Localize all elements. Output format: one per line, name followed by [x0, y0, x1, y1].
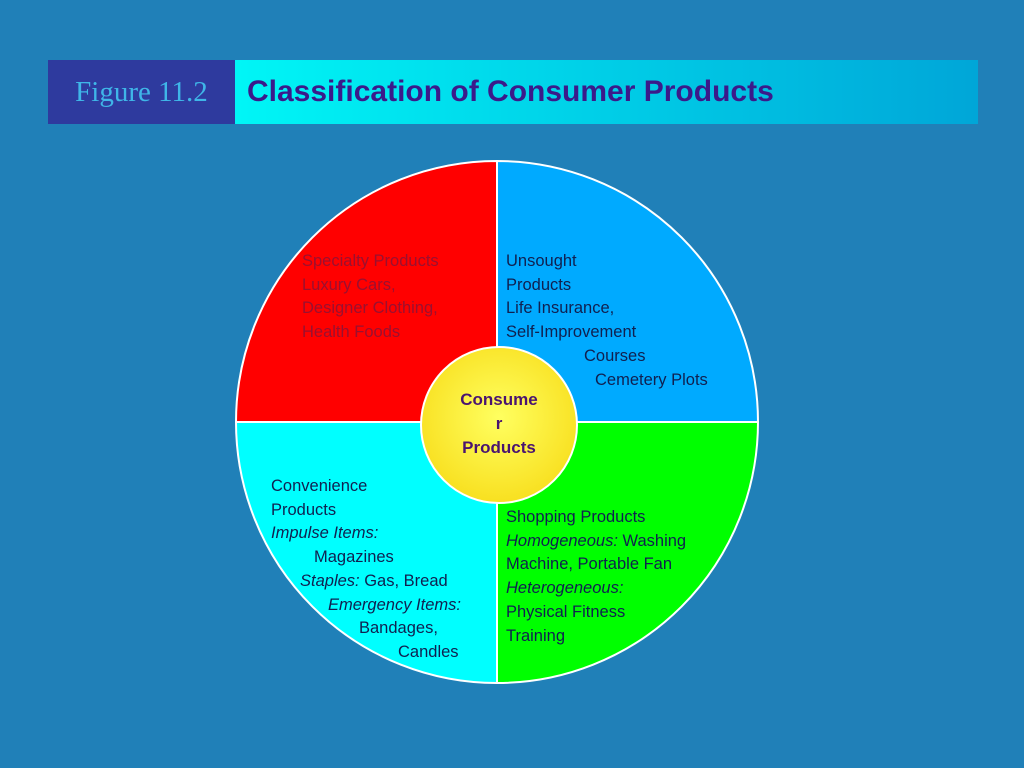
specialty-line: Luxury Cars,: [302, 275, 396, 294]
homogeneous-label: Homogeneous:: [506, 531, 618, 550]
unsought-quadrant: [496, 159, 760, 423]
staples-value: Gas, Bread: [364, 571, 448, 590]
shopping-line: Shopping Products: [506, 508, 646, 526]
center-line: r: [495, 414, 503, 433]
convenience-line: Staples: Gas, Bread: [271, 570, 461, 594]
specialty-products-text: Specialty Products Luxury Cars, Designer…: [302, 250, 439, 345]
convenience-quadrant: [234, 421, 498, 685]
staples-label: Staples:: [300, 571, 360, 590]
convenience-line: Convenience: [271, 477, 368, 495]
shopping-line: Machine, Portable Fan: [506, 555, 673, 574]
specialty-line: Specialty Products: [302, 252, 439, 270]
unsought-line: Courses: [584, 346, 646, 365]
unsought-products-text: Unsought Products Life Insurance, Self-I…: [506, 250, 708, 392]
slide-title: Classification of Consumer Products: [235, 60, 978, 124]
unsought-line: Unsought: [506, 252, 577, 270]
specialty-quadrant: [234, 159, 498, 423]
unsought-line: Self-Improvement: [506, 323, 637, 342]
shopping-products-text: Shopping Products Homogeneous: Washing M…: [506, 506, 686, 648]
emergency-label: Emergency Items:: [328, 595, 461, 614]
unsought-line: Products: [506, 275, 572, 294]
center-line: Products: [462, 438, 536, 457]
convenience-line: Magazines: [314, 548, 394, 567]
convenience-line: Impulse Items:: [271, 522, 461, 546]
heterogeneous-label: Heterogeneous:: [506, 579, 624, 598]
convenience-line: Products: [271, 500, 337, 519]
convenience-products-text: Convenience Products Impulse Items: Maga…: [271, 475, 461, 665]
center-circle: [420, 346, 578, 504]
center-label: Consume r Products: [419, 349, 579, 499]
shopping-line: Physical Fitness: [506, 602, 626, 621]
convenience-line: Bandages,: [359, 619, 438, 638]
consumer-products-circle: [234, 159, 760, 685]
convenience-line: Emergency Items:: [271, 594, 461, 618]
shopping-line: Heterogeneous:: [506, 577, 686, 601]
title-bar: Figure 11.2 Classification of Consumer P…: [48, 60, 978, 124]
specialty-line: Designer Clothing,: [302, 299, 438, 318]
shopping-line: Training: [506, 626, 565, 645]
shopping-line: Homogeneous: Washing: [506, 530, 686, 554]
homogeneous-value: Washing: [622, 531, 687, 550]
convenience-line: Candles: [398, 642, 459, 661]
center-line: Consume: [460, 390, 538, 409]
figure-label: Figure 11.2: [48, 60, 235, 124]
specialty-line: Health Foods: [302, 323, 401, 342]
unsought-line: Life Insurance,: [506, 299, 615, 318]
shopping-quadrant: [496, 421, 760, 685]
unsought-line: Cemetery Plots: [595, 370, 708, 389]
impulse-label: Impulse Items:: [271, 524, 379, 543]
